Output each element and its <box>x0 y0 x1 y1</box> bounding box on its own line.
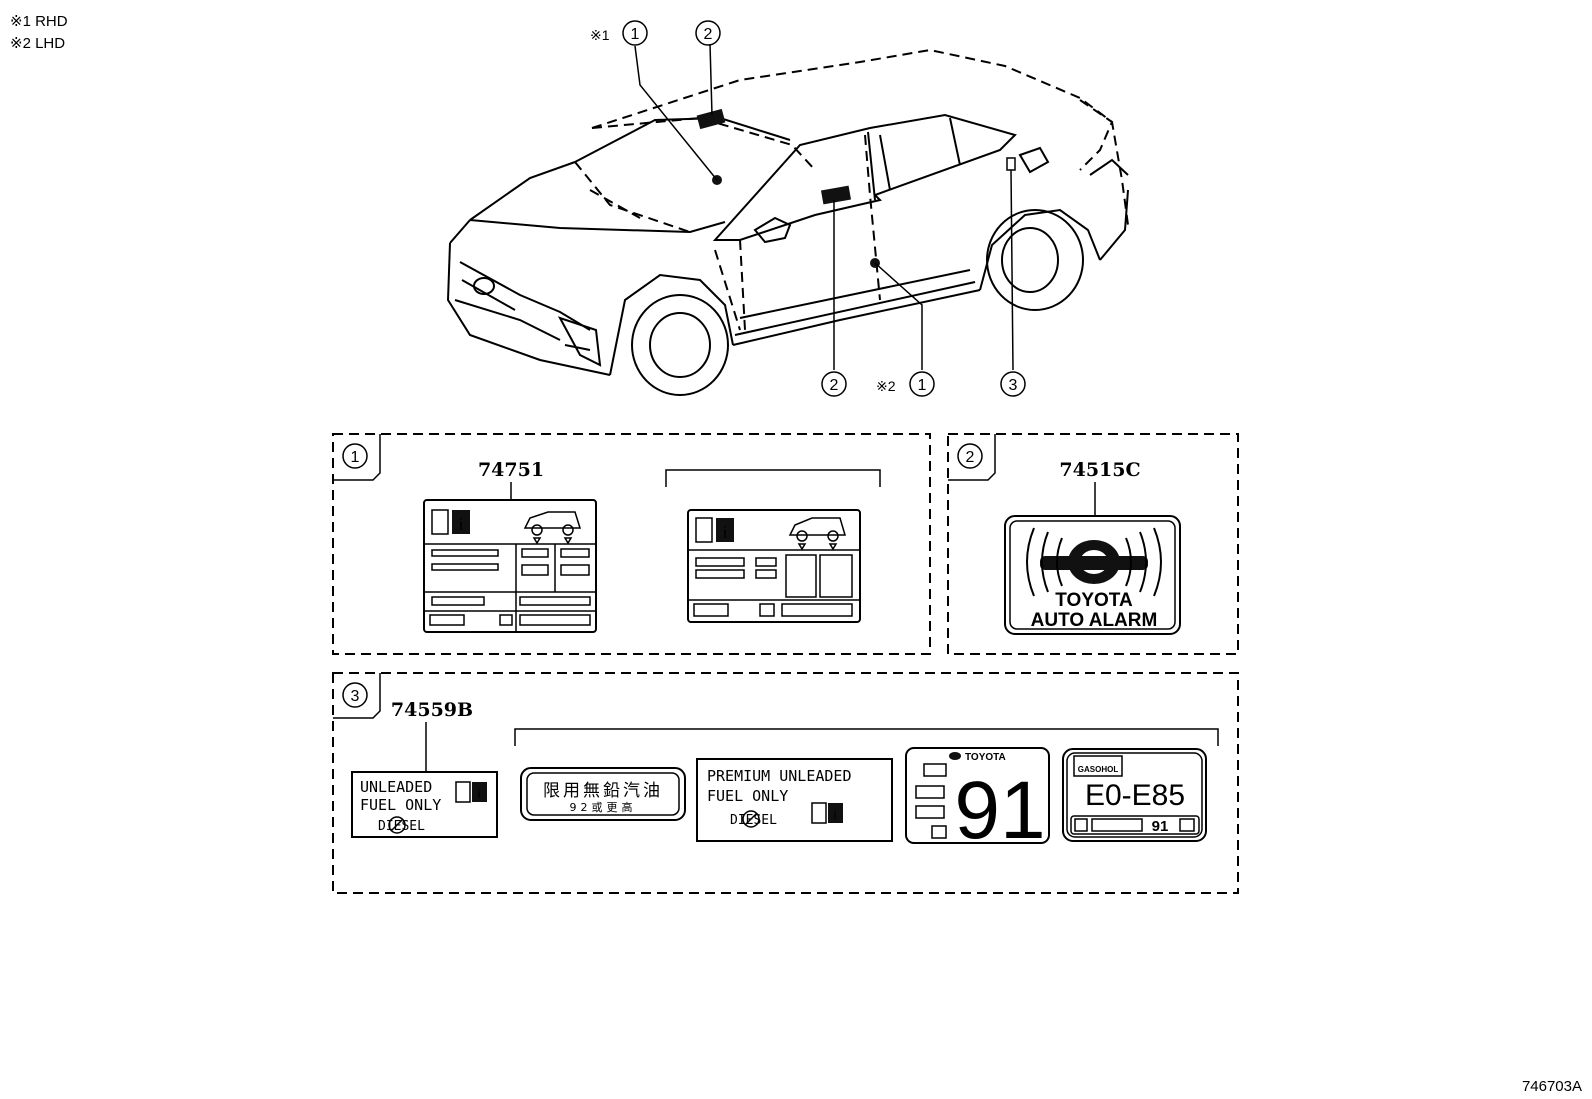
fuel-label-chinese: 限用無鉛汽油 92或更高 <box>520 767 686 821</box>
svg-text:2: 2 <box>830 377 839 394</box>
panel-1: 1 74751 i <box>332 433 931 655</box>
svg-text:3: 3 <box>1009 377 1018 394</box>
svg-text:1: 1 <box>918 377 927 394</box>
panel-2: 2 74515C TOYOTA AUTO ALARM <box>947 433 1239 655</box>
callout-bottom-1: ※2 1 <box>876 371 935 397</box>
panel-3-part-number: 74559B <box>391 699 473 721</box>
svg-text:TOYOTA: TOYOTA <box>965 752 1006 763</box>
panel-1-part-number: 74751 <box>478 459 544 481</box>
callout-bottom-2: 2 <box>821 371 847 397</box>
svg-text:DIESEL: DIESEL <box>730 813 777 828</box>
tire-info-label-a: i <box>423 499 597 633</box>
panel-2-number: 2 <box>966 449 975 466</box>
callout-bottom-3: 3 <box>1000 371 1026 397</box>
svg-text:※2: ※2 <box>876 378 896 394</box>
auto-alarm-label: TOYOTA AUTO ALARM <box>1004 515 1181 635</box>
callout-top-2: 2 <box>695 20 721 46</box>
callout-top-1: ※1 1 <box>590 20 648 46</box>
svg-text:FUEL ONLY: FUEL ONLY <box>360 796 441 814</box>
svg-text:※1: ※1 <box>590 27 610 43</box>
fuel-label-toyota-91: TOYOTA 91 <box>905 747 1050 856</box>
svg-text:FUEL ONLY: FUEL ONLY <box>707 787 788 805</box>
car-illustration <box>446 48 1129 396</box>
svg-text:92或更高: 92或更高 <box>570 800 637 814</box>
auto-alarm-line2: AUTO ALARM <box>1031 610 1158 631</box>
auto-alarm-line1: TOYOTA <box>1055 590 1133 611</box>
figure-id: 746703A <box>1522 1078 1582 1095</box>
svg-text:PREMIUM UNLEADED: PREMIUM UNLEADED <box>707 767 852 785</box>
panel-1-number: 1 <box>351 449 360 466</box>
svg-text:i: i <box>834 807 837 822</box>
svg-text:2: 2 <box>704 26 713 43</box>
svg-text:E0-E85: E0-E85 <box>1085 779 1185 812</box>
svg-text:限用無鉛汽油: 限用無鉛汽油 <box>543 781 663 801</box>
panel-2-part-number: 74515C <box>1059 459 1140 481</box>
svg-text:91: 91 <box>954 765 1045 856</box>
svg-text:i: i <box>723 525 727 542</box>
svg-text:i: i <box>478 786 481 801</box>
leader-lines <box>634 43 1014 371</box>
note-rhd: ※1 RHD <box>10 13 68 30</box>
svg-text:i: i <box>459 517 463 534</box>
fuel-label-gasohol: GASOHOL E0-E85 91 <box>1062 748 1207 842</box>
svg-text:91: 91 <box>1152 818 1169 835</box>
note-lhd: ※2 LHD <box>10 35 65 52</box>
svg-text:UNLEADED: UNLEADED <box>360 778 432 796</box>
svg-text:1: 1 <box>631 26 640 43</box>
fuel-label-premium: PREMIUM UNLEADED FUEL ONLY DIESEL i <box>696 758 893 842</box>
svg-text:GASOHOL: GASOHOL <box>1078 765 1119 774</box>
panel-3: 3 74559B UNLEADED FUEL ONLY DIESEL i 限用無… <box>332 672 1239 894</box>
fuel-label-unleaded: UNLEADED FUEL ONLY DIESEL i <box>351 771 498 838</box>
panel-3-number: 3 <box>351 688 360 705</box>
tire-info-label-b: i <box>687 509 861 623</box>
